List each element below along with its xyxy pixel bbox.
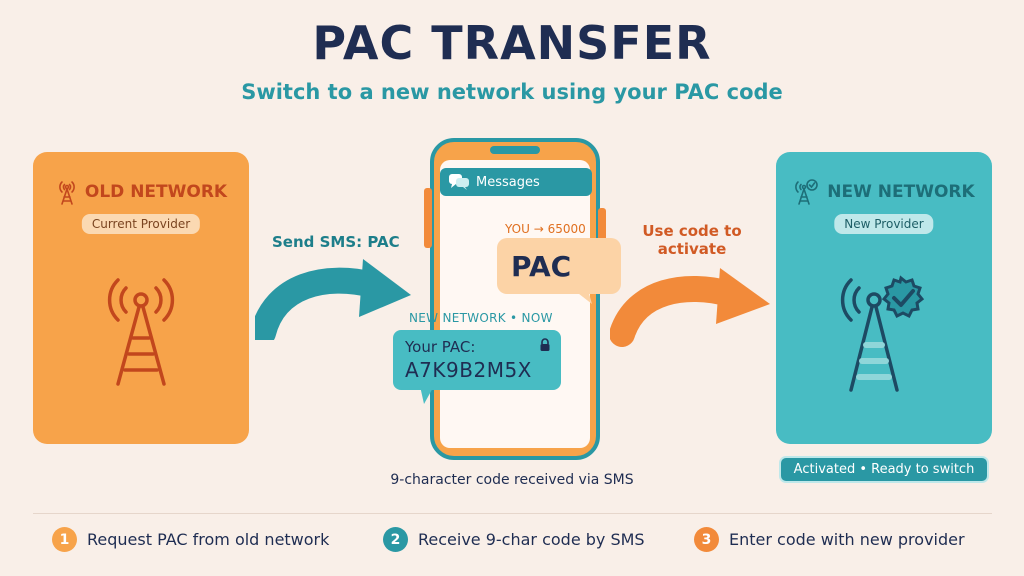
small-tower-check-icon [795,179,819,205]
phone-side-button [424,188,432,248]
phone-screen [440,160,590,448]
incoming-bubble-tail [420,386,434,404]
cell-tower-icon [107,278,175,386]
new-provider-badge: New Provider [834,214,934,234]
page-subtitle: Switch to a new network using your PAC c… [241,80,783,104]
old-network-card: OLD NETWORK Current Provider [33,152,249,444]
outgoing-message-text: PAC [511,249,572,283]
old-network-title: OLD NETWORK [84,182,228,202]
activation-status-badge: Activated • Ready to switch [779,456,989,483]
incoming-meta: NEW NETWORK • NOW [409,311,553,325]
small-tower-icon [58,181,75,205]
step-label: Request PAC from old network [87,530,330,549]
old-network-header: OLD NETWORK [33,178,249,206]
page-title: PAC TRANSFER [312,16,712,70]
step-label: Receive 9-char code by SMS [418,530,645,549]
new-network-header: NEW NETWORK [776,178,992,206]
step-1: 1 Request PAC from old network [52,527,329,552]
outgoing-message-bubble: PAC [497,238,621,294]
sms-caption: 9-character code received via SMS [390,472,634,488]
lock-icon [540,338,550,351]
step-number: 3 [694,527,719,552]
incoming-message-label: Your PAC: [405,338,476,356]
messages-title: Messages [476,174,540,190]
new-network-card: NEW NETWORK New Provider [776,152,992,444]
step-label: Enter code with new provider [729,530,965,549]
pac-code: A7K9B2M5X [405,358,532,382]
send-arrow [255,259,411,340]
outgoing-bubble-tail [574,290,592,304]
step-number: 1 [52,527,77,552]
current-provider-badge: Current Provider [81,214,201,234]
messages-app-bar: Messages [440,168,592,196]
outgoing-meta: YOU → 65000 [505,222,586,236]
phone-notch [490,146,540,154]
step-3: 3 Enter code with new provider [694,527,965,552]
send-sms-label: Send SMS: PAC [272,233,400,251]
step-number: 2 [383,527,408,552]
step-2: 2 Receive 9-char code by SMS [383,527,645,552]
new-network-title: NEW NETWORK [827,182,975,202]
chat-bubbles-icon [449,174,469,190]
incoming-message-bubble: Your PAC: A7K9B2M5X [393,330,561,390]
divider [33,513,992,514]
cell-tower-check-icon [840,275,925,392]
activate-arrow [610,268,770,347]
use-code-label: Use code to activate [642,222,742,258]
